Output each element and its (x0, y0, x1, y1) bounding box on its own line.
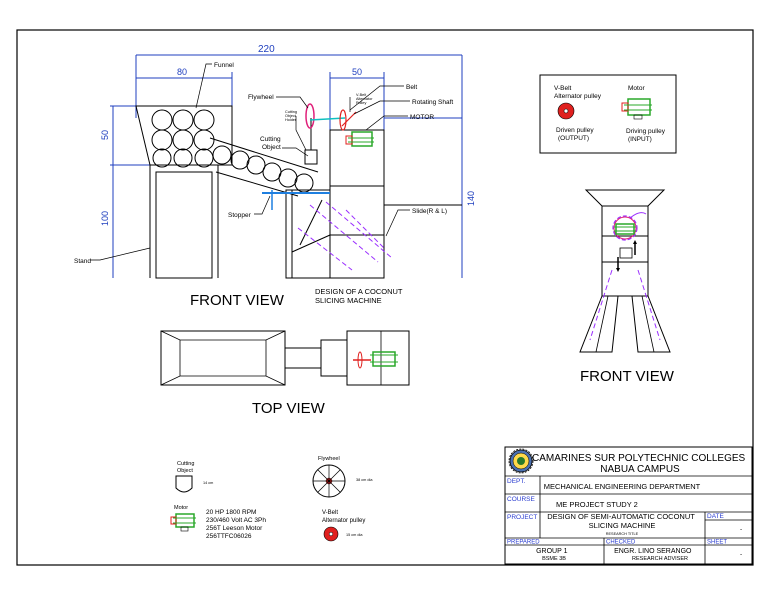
label-belt: Belt (406, 84, 417, 91)
label-motor: MOTOR (410, 114, 434, 121)
dim-funnel-height: 50 (100, 130, 110, 140)
part-flywheel-label: Flywheel (318, 456, 340, 462)
legend-motor-icon (621, 98, 652, 120)
tower (329, 129, 385, 279)
dept-label: DEPT. (507, 478, 526, 485)
label-stand: Stand (74, 258, 91, 265)
slide (297, 201, 393, 271)
belt (309, 117, 346, 121)
school-seal-icon (508, 448, 534, 474)
label-flywheel: Flywheel (248, 94, 274, 101)
title-block: CAMARINES SUR POLYTECHNIC COLLEGES NABUA… (504, 446, 753, 565)
part-motor-label: Motor (174, 505, 188, 511)
project-value: DESIGN OF SEMI-AUTOMATIC COCONUT SLICING… (547, 512, 697, 530)
rotating-shaft (341, 111, 357, 127)
flywheel (305, 103, 315, 129)
legend-driving-label: Driving pulley (INPUT) (626, 128, 667, 143)
date-label: DATE (707, 513, 725, 520)
prepared-value: GROUP 1 BSME 3B (536, 540, 572, 562)
prepared-label: PREPARED (507, 540, 540, 546)
course-value: ME PROJECT STUDY 2 (556, 500, 638, 509)
part-cutting-object-size: 14 cm (203, 481, 213, 485)
sheet-value: - (740, 551, 742, 558)
top-view: TOP VIEW (160, 330, 410, 417)
label-stopper: Stopper (228, 212, 252, 219)
part-cutting-object-label: Cutting Object (177, 461, 196, 474)
label-funnel: Funnel (214, 62, 234, 69)
cutting-object-holder (304, 149, 318, 165)
part-valt-label: V-Belt Alternator pulley (322, 510, 365, 524)
front-view-title: FRONT VIEW (190, 292, 285, 309)
school-name: CAMARINES SUR POLYTECHNIC COLLEGES NABUA… (532, 453, 748, 475)
valt-pulley (339, 109, 347, 131)
motor (351, 131, 373, 147)
label-cutting-holder: Cutting Object Holder (285, 110, 298, 122)
motor-icon (170, 513, 196, 532)
funnel (135, 105, 233, 166)
parts-legend: Cutting Object 14 cm Motor 20 HP 1800 RP… (170, 456, 373, 542)
research-title-caption: RESEARCH TITLE (606, 532, 639, 536)
legend-valt-label: V-Belt Alternator pulley (554, 85, 602, 100)
dim-stand-height: 100 (100, 211, 110, 226)
part-flywheel-size: 38 cm dia (356, 478, 373, 482)
sheet-label: SHEET (707, 540, 727, 546)
legend-motor-label: Motor (628, 85, 645, 92)
cutting-object-icon (175, 475, 193, 493)
front-view: 220 80 50 50 100 140 (74, 44, 476, 309)
checked-label: CHECKED (606, 540, 636, 546)
course-label: COURSE (507, 496, 535, 503)
part-valt-size: 15 cm dia (346, 533, 363, 537)
flywheel-icon (312, 464, 346, 498)
date-value: - (740, 526, 742, 533)
dim-tower: 50 (352, 67, 362, 77)
project-label: PROJECT (507, 514, 537, 521)
label-slide: Slide(R & L) (412, 208, 447, 215)
side-view-title: FRONT VIEW (580, 368, 675, 385)
part-motor-specs: 20 HP 1800 RPM 230/460 Volt AC 3Ph 256T … (206, 509, 268, 540)
dim-tower-height: 140 (466, 191, 476, 206)
checked-value: ENGR. LINO SERANGO RESEARCH ADVISER (614, 540, 696, 562)
coconuts (151, 109, 314, 193)
design-title: DESIGN OF A COCONUT SLICING MACHINE (315, 287, 404, 305)
dept-value: MECHANICAL ENGINEERING DEPARTMENT (544, 482, 701, 491)
legend-driven-label: Driven pulley (OUTPUT) (556, 127, 595, 142)
top-view-title: TOP VIEW (252, 400, 326, 417)
side-front-view: FRONT VIEW (579, 189, 675, 385)
sheet-border (16, 29, 754, 566)
pulley-legend-box: V-Belt Alternator pulley Motor Driven pu… (539, 74, 677, 154)
label-rotating-shaft: Rotating Shaft (412, 99, 453, 106)
label-valt-pulley: V-Belt Alternator Pulley (356, 93, 374, 105)
label-cutting-object: Cutting Object (260, 136, 282, 151)
dim-funnel: 80 (177, 67, 187, 77)
dim-total: 220 (258, 44, 275, 55)
